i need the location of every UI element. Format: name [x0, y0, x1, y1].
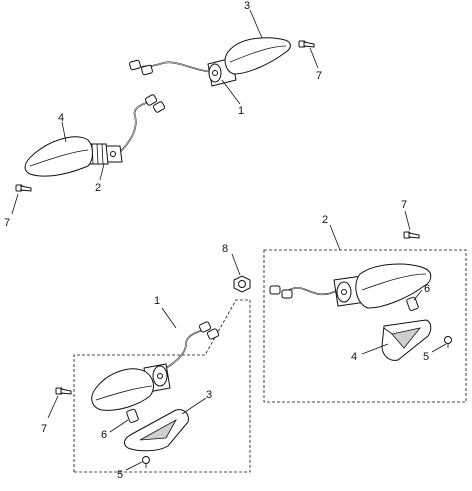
callout-3-low: 3: [206, 389, 212, 401]
indicator-lens: [224, 37, 291, 75]
callout-3-top: 3: [244, 0, 250, 12]
leader-line: [413, 289, 423, 301]
callout-4-box: 4: [351, 351, 357, 363]
leader-line: [249, 9, 263, 39]
wire-connector: [152, 101, 166, 113]
bulb: [406, 296, 419, 311]
callout-8: 8: [222, 243, 228, 255]
leader-line: [404, 210, 411, 231]
wire-connector: [198, 321, 212, 333]
indicator-top-right: [129, 37, 315, 87]
assembly-box-right: [263, 249, 467, 403]
indicator-left: [15, 94, 166, 192]
nut: [233, 275, 251, 293]
indicator-box-right: [269, 263, 452, 361]
callout-7-box: 7: [401, 199, 407, 211]
screw: [403, 231, 420, 239]
leader-line: [61, 121, 67, 143]
wire-connector: [281, 289, 293, 299]
wire-connector: [129, 59, 141, 71]
leader-line: [231, 253, 241, 276]
indicator-box-left: [91, 321, 220, 468]
callout-1-low: 1: [154, 295, 160, 307]
wire-connector: [144, 94, 158, 106]
wire-connector: [269, 285, 281, 295]
indicator-lens: [91, 368, 154, 411]
bulb: [126, 408, 139, 423]
leader-line: [47, 395, 59, 419]
leader-line: [221, 79, 241, 105]
callout-5-low: 5: [117, 469, 123, 481]
screw: [55, 387, 72, 395]
callout-2-top: 2: [95, 182, 101, 194]
leader-line: [431, 343, 447, 353]
indicator-lens: [355, 263, 432, 309]
callout-1-top: 1: [238, 105, 244, 117]
screw: [15, 184, 32, 192]
screw: [298, 40, 315, 48]
leader-line: [99, 163, 105, 181]
callout-7-low: 7: [41, 423, 47, 435]
leader-line: [125, 461, 143, 471]
callout-6-low: 6: [101, 429, 107, 441]
callout-2-box: 2: [322, 214, 328, 226]
leader-line: [361, 343, 389, 355]
small-screw: [444, 336, 452, 348]
callout-7-top-right: 7: [316, 70, 322, 82]
lens-cover: [124, 409, 189, 452]
small-screw: [142, 456, 150, 468]
wire-connector: [141, 64, 153, 76]
callout-5-box: 5: [423, 351, 429, 363]
callout-4-top: 4: [58, 112, 64, 124]
leader-line: [309, 47, 319, 69]
assembly-box-left: [73, 299, 251, 473]
leader-line: [181, 397, 207, 415]
leader-line: [11, 193, 19, 215]
wire-connector: [206, 328, 220, 340]
leader-line: [329, 224, 341, 251]
callout-7-top-left: 7: [4, 217, 10, 229]
callout-6-box: 6: [424, 283, 430, 295]
leader-line: [161, 307, 177, 329]
leader-line: [109, 419, 129, 433]
